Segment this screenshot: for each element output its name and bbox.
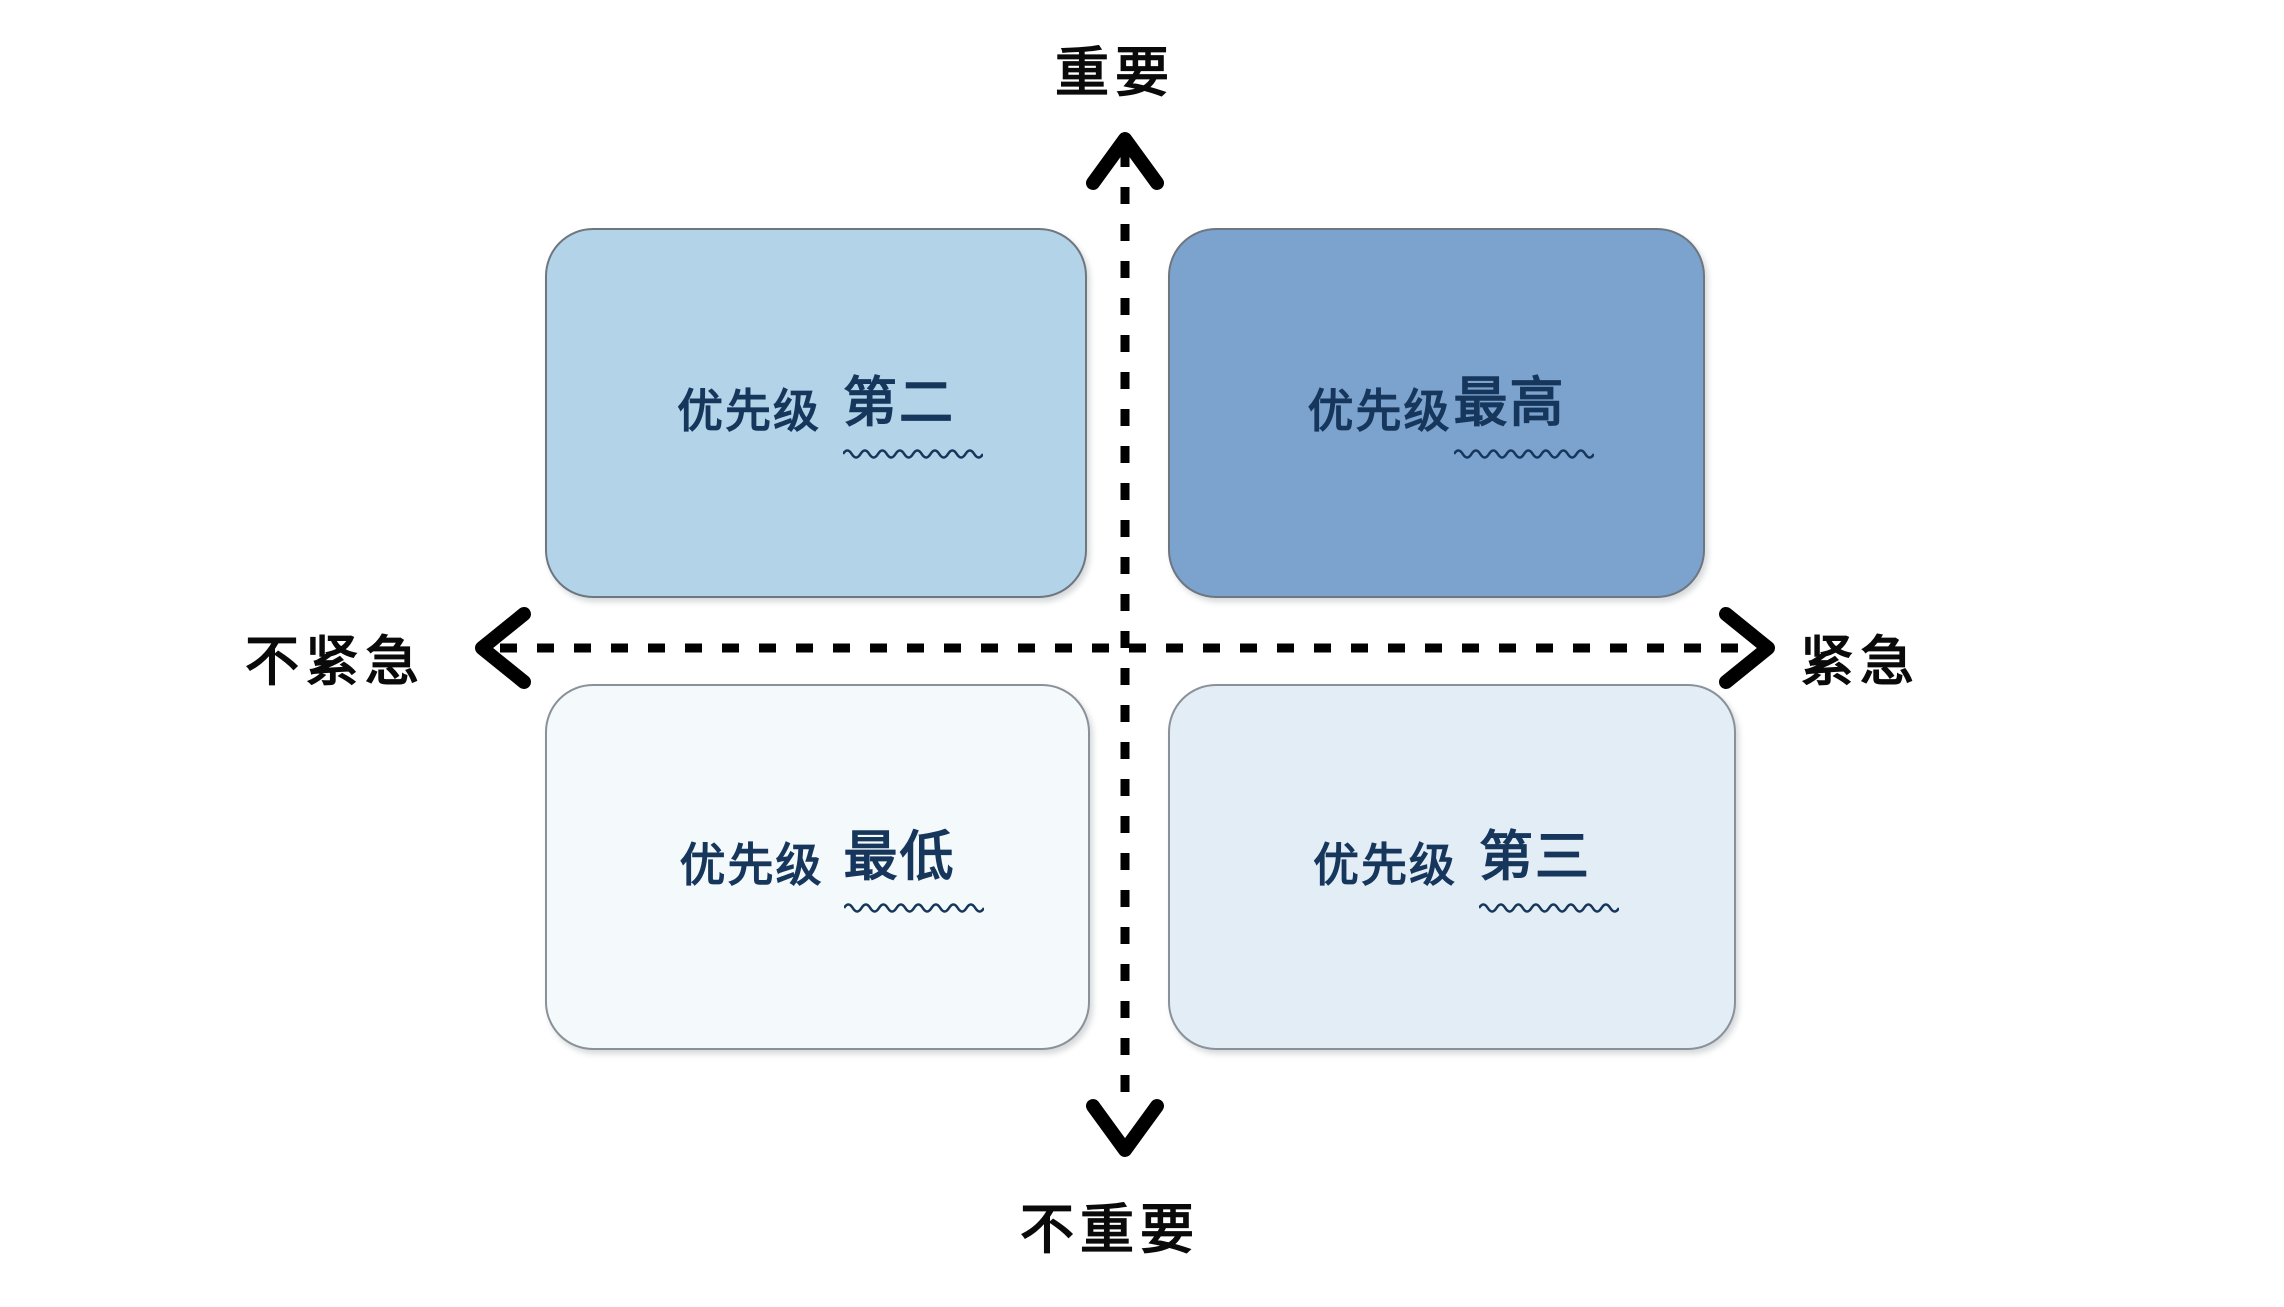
- wavy-underline-icon: [1453, 448, 1594, 459]
- arrow-right-icon: [1719, 607, 1775, 689]
- quadrant-label: 优先级 第二: [677, 358, 983, 459]
- arrow-left-icon: [475, 607, 531, 689]
- quadrant-priority-lowest[interactable]: 优先级 最低: [545, 684, 1090, 1050]
- quadrant-priority-highest[interactable]: 优先级 最高: [1168, 228, 1705, 598]
- quadrant-prefix-text: 优先级: [1307, 383, 1452, 438]
- arrow-up-icon: [1086, 132, 1164, 190]
- quadrant-emphasis-text: 最高: [1453, 358, 1594, 459]
- quadrant-emphasis-text: 第三: [1479, 812, 1619, 913]
- axis-label-urgent: 紧急: [1800, 630, 1920, 693]
- quadrant-priority-third[interactable]: 优先级 第三: [1168, 684, 1736, 1050]
- quadrant-emphasis-text: 最低: [843, 812, 984, 913]
- arrow-down-icon: [1086, 1099, 1164, 1157]
- axis-label-not-urgent: 不紧急: [245, 630, 425, 693]
- quadrant-emphasis-text: 第二: [843, 358, 983, 459]
- quadrant-label: 优先级 最低: [679, 812, 984, 913]
- quadrant-label: 优先级 最高: [1307, 358, 1594, 459]
- wavy-underline-icon: [843, 448, 983, 459]
- wavy-underline-icon: [1479, 902, 1619, 913]
- quadrant-label: 优先级 第三: [1313, 812, 1619, 913]
- quadrant-priority-second[interactable]: 优先级 第二: [545, 228, 1087, 598]
- axis-label-unimportant: 不重要: [1020, 1198, 1200, 1261]
- quadrant-prefix-text: 优先级: [679, 837, 824, 892]
- quadrant-prefix-text: 优先级: [677, 383, 821, 438]
- quadrant-prefix-text: 优先级: [1313, 837, 1457, 892]
- axis-label-important: 重要: [1055, 41, 1175, 104]
- wavy-underline-icon: [843, 902, 984, 913]
